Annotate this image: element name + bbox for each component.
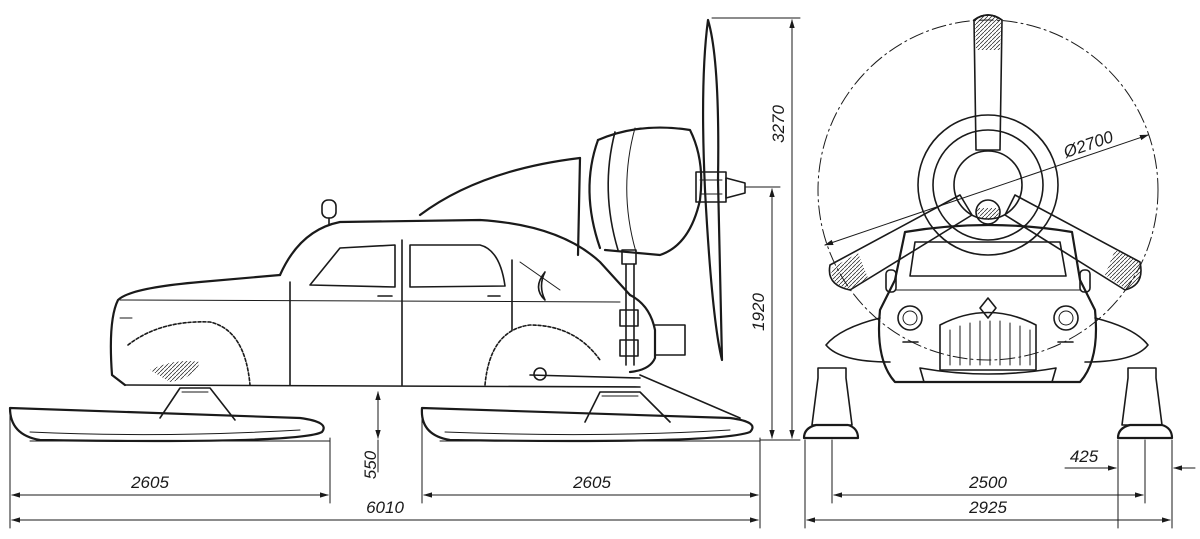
right-ski <box>420 374 761 443</box>
car-body-front <box>877 223 1098 384</box>
overall-length-label: 6010 <box>366 498 404 517</box>
front-view: Ø2700 <box>802 14 1196 529</box>
propeller-diameter-label: Ø2700 <box>1060 127 1116 162</box>
left-wing <box>825 317 891 363</box>
ski-height-label: 550 <box>361 450 380 479</box>
left-ski-length-label: 2605 <box>130 473 169 492</box>
left-ski <box>8 387 331 443</box>
overall-height-label: 3270 <box>769 105 788 143</box>
side-dimensions: 3270 1920 550 2605 2605 6010 <box>9 17 801 529</box>
ski-width-label: 425 <box>1070 447 1099 466</box>
front-ski-supports <box>802 367 1174 440</box>
right-ski-length-label: 2605 <box>572 473 611 492</box>
overall-width-label: 2925 <box>968 498 1007 517</box>
propeller-side <box>695 18 746 362</box>
engine-cowling <box>418 126 703 381</box>
track-width-label: 2500 <box>968 473 1007 492</box>
car-body-side <box>109 199 657 388</box>
propeller-front <box>828 14 1142 291</box>
side-view: 3270 1920 550 2605 2605 6010 <box>8 17 801 529</box>
axis-height-label: 1920 <box>749 293 768 331</box>
right-wing <box>1084 317 1149 363</box>
front-dimensions: 425 2500 2925 <box>804 439 1196 529</box>
